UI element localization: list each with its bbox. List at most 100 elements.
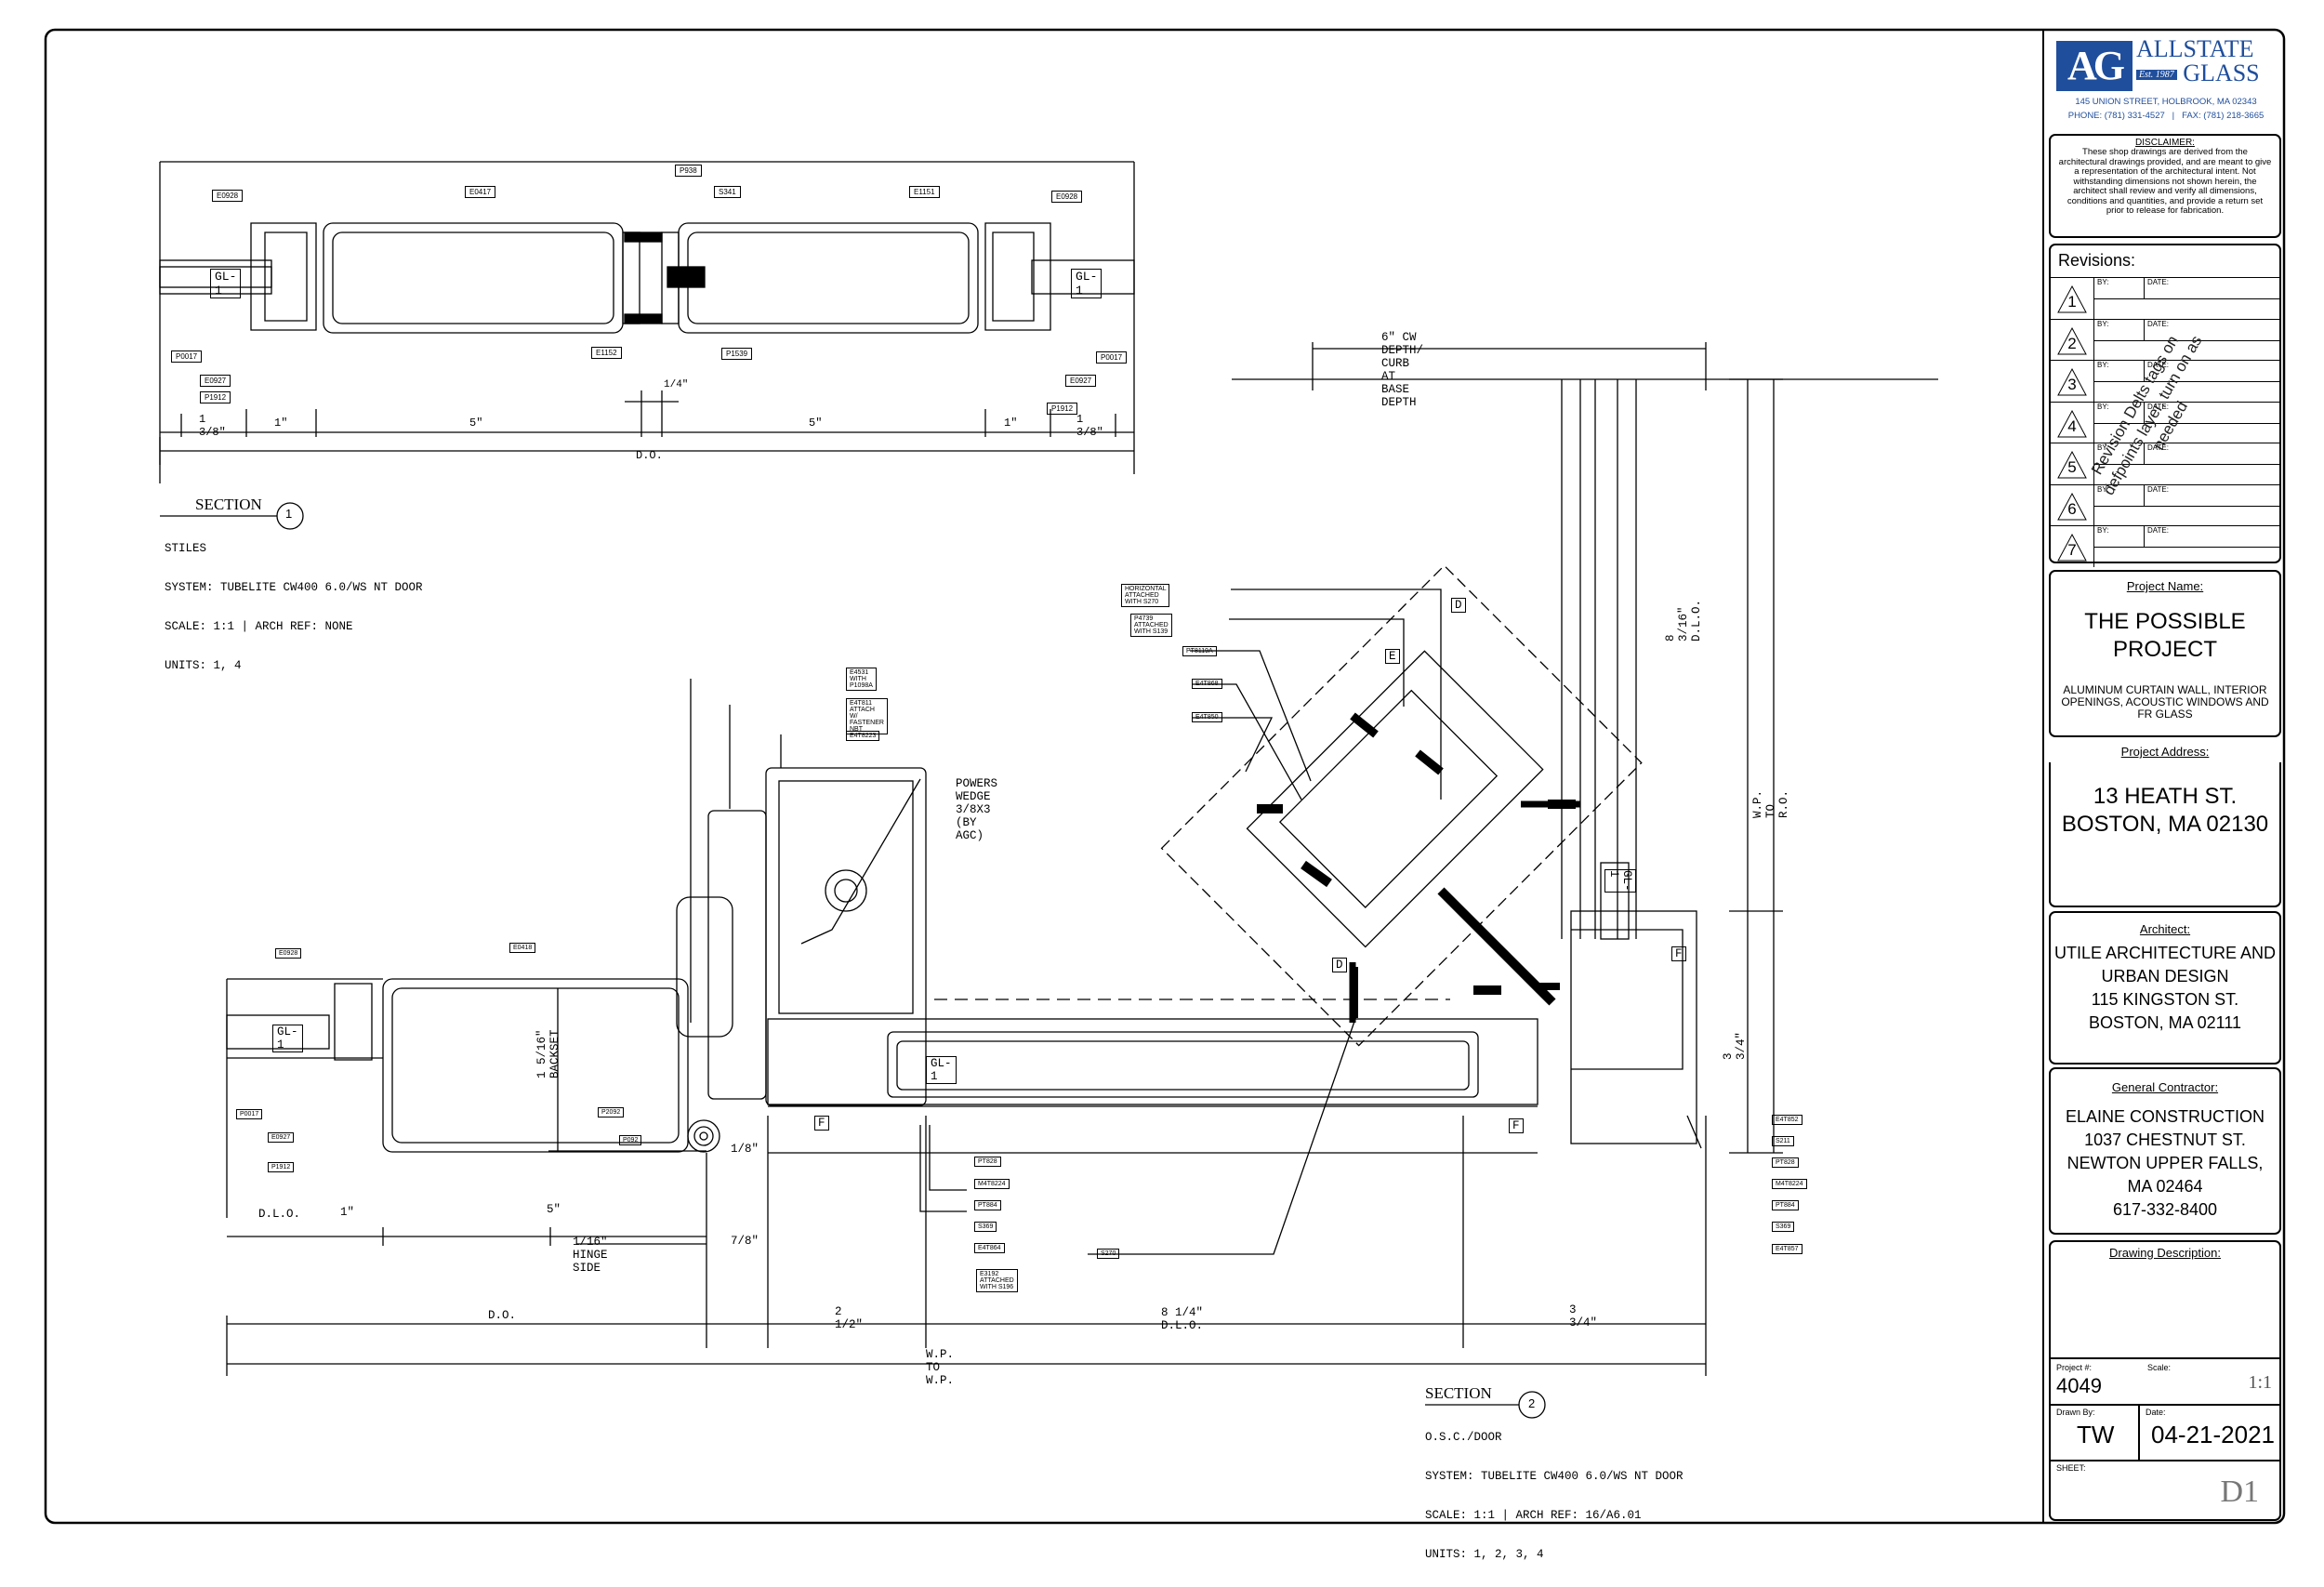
drawn-by: TW [2077,1421,2115,1448]
section-number: 2 [1528,1396,1536,1410]
revisions-heading: Revisions: [2058,251,2136,270]
architect-label: Architect: [2139,922,2191,936]
revision-date-label: DATE: [2147,319,2169,328]
revision-by-label: BY: [2097,402,2109,411]
contractor-line: NEWTON UPPER FALLS, [2067,1154,2264,1172]
revision-delta-icon: 5 [2056,449,2088,481]
glass-tag: GL-1 [926,1056,957,1084]
drawn-by-label: Drawn By: [2056,1408,2095,1417]
contractor-box: General Contractor: ELAINE CONSTRUCTION … [2049,1067,2281,1235]
dim: 8 1/4" D.L.O. [1161,1306,1204,1332]
project-name: THE POSSIBLE PROJECT [2084,609,2246,662]
project-name-label: Project Name: [2126,579,2204,593]
depth-label: 6" CW DEPTH/ CURB AT BASE DEPTH [1381,331,1424,409]
callout: P1539 [721,348,753,360]
revision-delta-icon: 1 [2056,284,2088,315]
section-number: 1 [285,507,293,521]
dim: 1 3/8" [1076,413,1103,439]
contractor-line: 617-332-8400 [2112,1200,2218,1219]
callout: E0927 [1065,375,1097,387]
architect-line: URBAN DESIGN [2101,967,2229,985]
revision-number: 7 [2067,541,2077,559]
revision-date-label: DATE: [2147,526,2169,535]
dim: 3 3/4" [1569,1303,1598,1329]
revision-row: 3 BY: DATE: [2051,360,2279,402]
revision-date-label: DATE: [2147,443,2169,452]
callout: E0927 [268,1132,295,1143]
glass-tag: GL-1 [1071,269,1103,298]
revision-by-label: BY: [2097,443,2109,452]
tag: E [1385,649,1400,664]
callout: E0928 [212,190,244,202]
glass-tag: GL-1 [272,1025,303,1052]
callout: E3192 ATTACHED WITH S196 [976,1269,1018,1292]
architect-line: UTILE ARCHITECTURE AND [2053,944,2277,962]
contractor-line: 1037 CHESTNUT ST. [2084,1131,2246,1149]
company-address: 145 UNION STREET, HOLBROOK, MA 02343 [2075,97,2257,107]
section1-detail [159,161,1135,530]
glass-tag: GL-1 [1604,869,1636,893]
revision-row: 5 BY: DATE: [2051,443,2279,484]
dim: D.L.O. [258,1208,301,1221]
revision-delta-icon: 4 [2056,408,2088,440]
anchor-note: POWERS WEDGE 3/8X3 (BY AGC) [956,777,998,842]
dim: 5" [469,417,483,430]
callout: P1912 [268,1162,295,1172]
company-name: ALLSTATE Est. 1987 GLASS [2136,35,2260,86]
revision-delta-icon: 7 [2056,532,2088,563]
architect-box: Architect: UTILE ARCHITECTURE AND URBAN … [2049,911,2281,1065]
architect-line: BOSTON, MA 02111 [2088,1013,2242,1032]
callout: E0928 [1051,191,1083,203]
section-line: O.S.C./DOOR [1425,1431,1502,1444]
callout: P2092 [598,1107,625,1118]
project-name-box: Project Name: THE POSSIBLE PROJECT ALUMI… [2049,570,2281,759]
callout: E4T857 [1772,1244,1802,1254]
callout: S369 [1772,1222,1795,1232]
disclaimer-box: DISCLAIMER: These shop drawings are deri… [2049,134,2281,238]
revision-by-label: BY: [2097,361,2109,369]
project-number-label: Project #: [2056,1363,2093,1372]
section-line: STILES [165,542,207,555]
date-value: 04-21-2021 [2151,1421,2275,1448]
dim: 1" [1004,417,1018,430]
revision-delta-icon: 3 [2056,366,2088,398]
section-line: SCALE: 1:1 | ARCH REF: NONE [165,620,353,633]
callout: PT884 [1772,1200,1799,1210]
section-line: UNITS: 1, 2, 3, 4 [1425,1548,1544,1561]
description-label: Drawing Description: [2109,1246,2221,1260]
company-contact: PHONE: (781) 331-4527 | FAX: (781) 218-3… [2067,111,2265,121]
vertical-dim: 8 3/16" D.L.O. [1664,599,1703,641]
callout: M4T8224 [1772,1179,1807,1189]
section-line: SYSTEM: TUBELITE CW400 6.0/WS NT DOOR [165,581,423,594]
dim: 1" [340,1206,355,1219]
drawing-sheet: E0928 E0417 P938 S341 E1151 E0928 P0017 … [44,28,2286,1561]
callout: P4739 ATTACHED WITH S139 [1130,614,1172,637]
revision-by-label: BY: [2097,278,2109,286]
section-line: UNITS: 1, 4 [165,659,242,672]
section-heading: SECTION [195,496,262,513]
callout: E4T864 [974,1243,1005,1253]
callout: E0927 [200,375,231,387]
callout: S341 [714,186,741,198]
callout: PT828 [974,1157,1001,1167]
project-address-label: Project Address: [2120,745,2210,759]
project-number: 4049 [2056,1374,2102,1397]
callout: E0417 [465,186,496,198]
callout: E1152 [591,347,622,359]
callout: S369 [974,1222,997,1232]
callout: E4531 WITH P1098A [846,668,877,691]
revision-delta-icon: 2 [2056,325,2088,357]
revision-number: 6 [2067,499,2077,518]
callout: P0017 [171,350,203,363]
revision-date-label: DATE: [2147,361,2169,369]
tag: F [1671,946,1686,961]
tag: D [1332,958,1347,972]
callout: P1912 [1047,403,1078,415]
callout: P938 [675,165,702,177]
callout: S270 [1097,1249,1120,1259]
revision-by-label: BY: [2097,526,2109,535]
callout: P092 [619,1135,642,1145]
callout: M4T8224 [974,1179,1010,1189]
dim: 1/16" HINGE SIDE [573,1236,608,1275]
